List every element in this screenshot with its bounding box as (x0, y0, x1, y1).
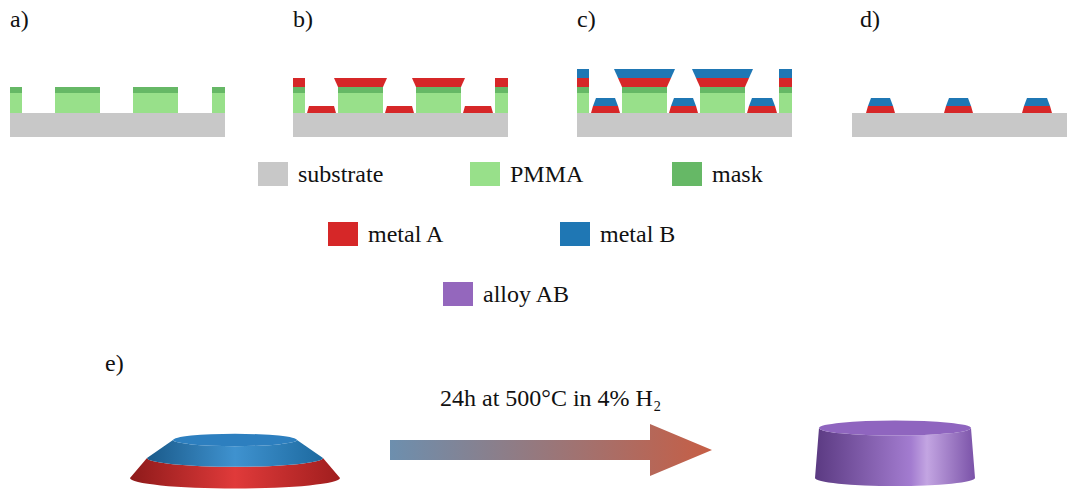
alloy-ab (815, 428, 975, 486)
mask (495, 87, 508, 93)
metal-a (866, 106, 895, 113)
metal-a (618, 78, 671, 87)
legend-text: mask (712, 161, 763, 187)
metal-b (1024, 98, 1050, 106)
substrate (852, 113, 1067, 137)
panel-label: a) (10, 6, 29, 32)
mask (700, 87, 745, 93)
metal-b (868, 98, 893, 106)
metal-a (577, 78, 589, 87)
metal-b (577, 69, 589, 78)
mask (577, 87, 589, 93)
pmma (622, 93, 667, 113)
legend-swatch (672, 162, 702, 186)
mask (293, 87, 305, 93)
metal-a (293, 78, 305, 87)
panel-label: e) (105, 350, 124, 376)
metal-b (946, 98, 971, 106)
mask (622, 87, 667, 93)
substrate (293, 113, 508, 137)
pmma (416, 93, 461, 113)
legend-text: PMMA (510, 161, 583, 187)
metal-a (591, 106, 620, 113)
substrate (577, 113, 792, 137)
metal-b (593, 98, 618, 106)
metal-a (747, 106, 777, 113)
legend-text: substrate (298, 161, 383, 187)
metal-a (669, 106, 698, 113)
legend-swatch (443, 282, 473, 306)
metal-a (463, 106, 493, 113)
legend-swatch (328, 222, 358, 246)
pmma (779, 93, 792, 113)
legend-text: metal B (600, 221, 675, 247)
process-step (293, 78, 508, 137)
substrate (10, 113, 225, 137)
metal-a (495, 78, 508, 87)
mask (212, 87, 225, 93)
metal-a (307, 106, 336, 113)
process-condition: 24h at 500°C in 4% H₂ (440, 385, 661, 411)
mask (338, 87, 383, 93)
metal-a (412, 78, 465, 87)
metal-a (1022, 106, 1052, 113)
pmma (700, 93, 745, 113)
legend-swatch (560, 222, 590, 246)
pmma (133, 93, 178, 113)
metal-b (671, 98, 696, 106)
mask (10, 87, 22, 93)
metal-b (692, 69, 753, 78)
legend-text: metal A (368, 221, 443, 247)
alloy-ab (819, 420, 971, 435)
pmma (212, 93, 225, 113)
panel-label: d) (860, 6, 880, 32)
mask (55, 87, 100, 93)
process-step (852, 98, 1067, 137)
metal-b (173, 434, 297, 446)
legend-swatch (258, 162, 288, 186)
metal-a (696, 78, 749, 87)
mask (779, 87, 792, 93)
mask (416, 87, 461, 93)
panel-label: b) (293, 6, 313, 32)
panel-label: c) (577, 6, 596, 32)
pmma (55, 93, 100, 113)
pmma (10, 93, 22, 113)
mask (133, 87, 178, 93)
pmma (338, 93, 383, 113)
process-step (10, 87, 225, 137)
metal-a (385, 106, 414, 113)
process-step (577, 69, 792, 137)
process-arrow (390, 424, 712, 476)
metal-a (779, 78, 792, 87)
pmma (495, 93, 508, 113)
pmma (293, 93, 305, 113)
legend-swatch (470, 162, 500, 186)
metal-b (749, 98, 775, 106)
legend-text: alloy AB (483, 281, 569, 307)
metal-b (779, 69, 792, 78)
metal-b (614, 69, 675, 78)
pmma (577, 93, 589, 113)
metal-a (334, 78, 387, 87)
metal-a (944, 106, 973, 113)
